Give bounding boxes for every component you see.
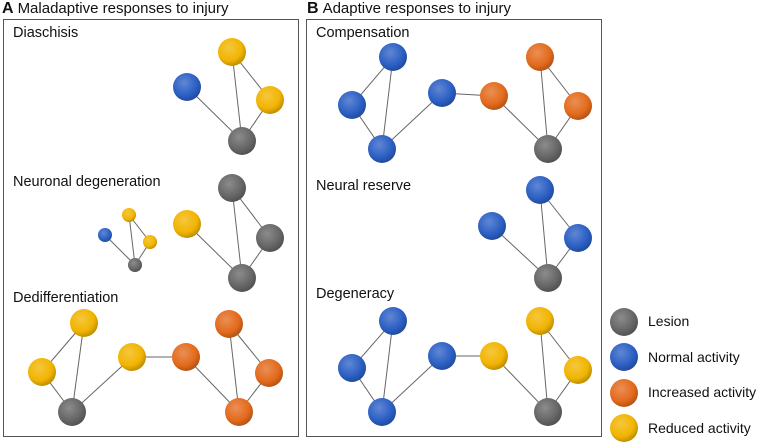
dedifferentiation-node-increased-6 (255, 359, 283, 387)
legend-swatch-increased (610, 379, 638, 407)
panel-b-heading: Adaptive responses to injury (322, 0, 511, 17)
legend-swatch-normal (610, 343, 638, 371)
network-nodes (28, 38, 592, 426)
panel-a-heading: Maladaptive responses to injury (17, 0, 229, 17)
section-title-compensation: Compensation (316, 25, 410, 41)
neuronal-degeneration-small-node-reduced-2 (143, 235, 157, 249)
panel-a-letter: A (2, 0, 14, 17)
neuronal-degeneration-small-edge-1 (128, 214, 136, 266)
dedifferentiation-edge-1 (71, 322, 85, 413)
diaschisis-node-lesion-3 (228, 127, 256, 155)
diaschisis-edge-1 (231, 51, 243, 142)
dedifferentiation-node-increased-4 (172, 343, 200, 371)
compensation-edge-6 (539, 56, 549, 150)
neuronal-degeneration-edge-1 (231, 187, 243, 279)
neural-reserve-node-normal-1 (526, 176, 554, 204)
degeneracy-node-normal-2 (368, 398, 396, 426)
degeneracy-node-reduced-4 (480, 342, 508, 370)
panel-b-letter: B (307, 0, 319, 17)
dedifferentiation-node-lesion-2 (58, 398, 86, 426)
legend-label-increased: Increased activity (648, 384, 757, 400)
legend-label-reduced: Reduced activity (648, 420, 751, 436)
legend-label-normal: Normal activity (648, 349, 740, 365)
compensation-node-normal-3 (428, 79, 456, 107)
compensation-node-lesion-7 (534, 135, 562, 163)
compensation-node-increased-4 (480, 82, 508, 110)
neuronal-degeneration-small-node-normal-0 (98, 228, 112, 242)
degeneracy-node-reduced-5 (526, 307, 554, 335)
compensation-node-normal-1 (379, 43, 407, 71)
neuronal-degeneration-small-node-lesion-3 (128, 258, 142, 272)
neuronal-degeneration-node-lesion-3 (228, 264, 256, 292)
degeneracy-node-normal-0 (338, 354, 366, 382)
section-title-diaschisis: Diaschisis (13, 25, 79, 41)
neuronal-degeneration-node-reduced-0 (173, 210, 201, 238)
legend-swatch-lesion (610, 308, 638, 336)
degeneracy-edge-6 (539, 320, 549, 413)
neuronal-degeneration-node-lesion-1 (218, 174, 246, 202)
degeneracy-node-reduced-6 (564, 356, 592, 384)
neural-reserve-edge-1 (539, 189, 549, 279)
compensation-node-increased-5 (526, 43, 554, 71)
dedifferentiation-node-increased-5 (215, 310, 243, 338)
dedifferentiation-node-increased-7 (225, 398, 253, 426)
diaschisis-node-normal-0 (173, 73, 201, 101)
section-title-neural-reserve: Neural reserve (316, 178, 412, 194)
compensation-edge-1 (381, 56, 394, 150)
neural-reserve-node-normal-2 (564, 224, 592, 252)
legend-swatch-reduced (610, 414, 638, 442)
dedifferentiation-edge-6 (228, 323, 240, 413)
degeneracy-edge-1 (381, 320, 394, 413)
neuronal-degeneration-small-edge-0 (104, 234, 136, 266)
compensation-node-increased-6 (564, 92, 592, 120)
legend-swatches (610, 308, 638, 442)
legend-label-lesion: Lesion (648, 313, 690, 329)
dedifferentiation-node-reduced-3 (118, 343, 146, 371)
neuronal-degeneration-small-node-reduced-1 (122, 208, 136, 222)
diaschisis-node-reduced-1 (218, 38, 246, 66)
section-title-dedifferentiation: Dedifferentiation (13, 290, 119, 306)
degeneracy-node-lesion-7 (534, 398, 562, 426)
dedifferentiation-node-reduced-0 (28, 358, 56, 386)
degeneracy-node-normal-1 (379, 307, 407, 335)
dedifferentiation-node-reduced-1 (70, 309, 98, 337)
neural-reserve-node-normal-0 (478, 212, 506, 240)
neural-reserve-node-lesion-3 (534, 264, 562, 292)
section-title-degeneracy: Degeneracy (316, 286, 395, 302)
panel-b-box (306, 19, 602, 437)
neuronal-degeneration-node-lesion-2 (256, 224, 284, 252)
degeneracy-node-normal-3 (428, 342, 456, 370)
compensation-node-normal-0 (338, 91, 366, 119)
panel-a-box (3, 19, 299, 437)
diaschisis-node-reduced-2 (256, 86, 284, 114)
section-title-neuronal-degeneration: Neuronal degeneration (13, 174, 161, 190)
compensation-node-normal-2 (368, 135, 396, 163)
